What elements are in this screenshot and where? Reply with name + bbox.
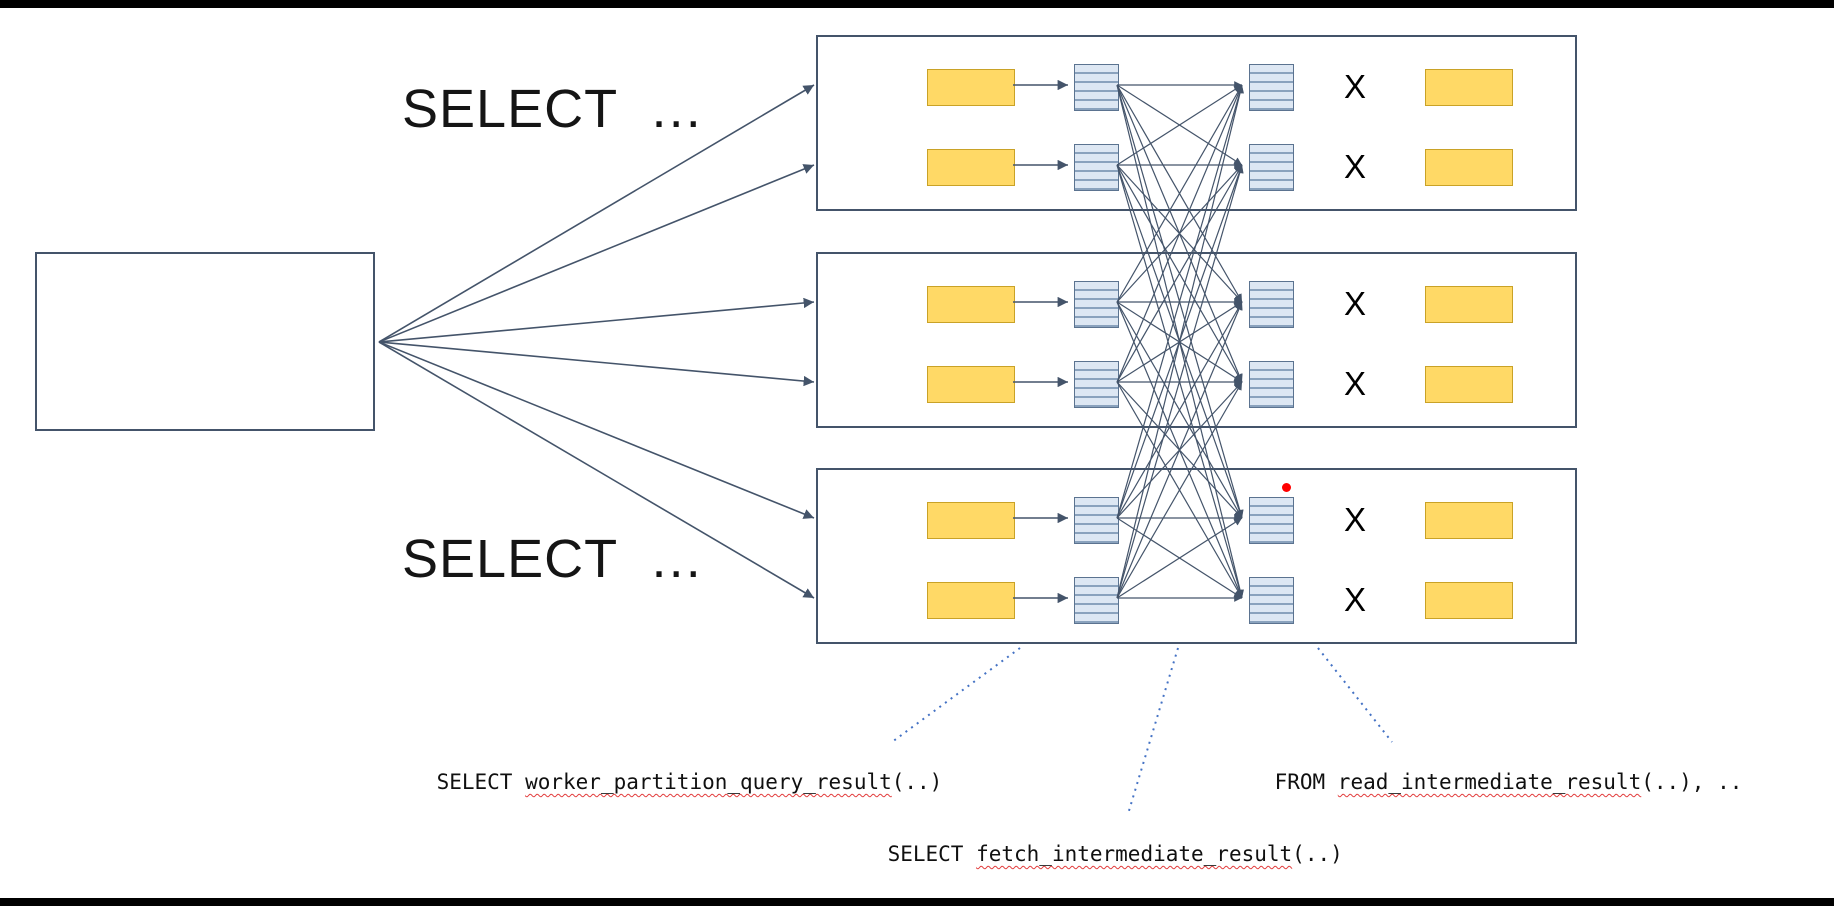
fetched-result-box: [1249, 64, 1294, 111]
source-shard-box: [927, 286, 1015, 323]
annotation-suffix: (..): [891, 770, 943, 794]
fetched-result-box: [1249, 361, 1294, 408]
target-shard-box: [1425, 69, 1513, 106]
annotation-suffix: (..): [1292, 842, 1343, 866]
annotation-function-name: worker_partition_query_result: [525, 770, 892, 794]
partitioned-result-box: [1074, 497, 1119, 544]
annotation-read-intermediate: FROM read_intermediate_result(..), ..: [1224, 746, 1743, 818]
partitioned-result-box: [1074, 144, 1119, 191]
x-label: X: [1343, 68, 1366, 105]
target-shard-box: [1425, 502, 1513, 539]
source-shard-box: [927, 366, 1015, 403]
target-shard-box: [1425, 149, 1513, 186]
partitioned-result-box: [1074, 281, 1119, 328]
x-label: X: [1343, 581, 1366, 618]
x-label: X: [1343, 501, 1366, 538]
coordinator-box: [35, 252, 375, 431]
annotation-keyword: FROM: [1274, 770, 1338, 794]
partitioned-result-box: [1074, 577, 1119, 624]
source-shard-box: [927, 582, 1015, 619]
target-shard-box: [1425, 582, 1513, 619]
worker-box-3: X X: [816, 468, 1577, 644]
x-label: X: [1343, 365, 1366, 402]
source-shard-box: [927, 149, 1015, 186]
annotation-suffix: (..), ..: [1641, 770, 1743, 794]
bottom-border-bar: [0, 898, 1834, 906]
target-shard-box: [1425, 286, 1513, 323]
source-shard-box: [927, 69, 1015, 106]
partitioned-result-box: [1074, 361, 1119, 408]
fetched-result-box: [1249, 281, 1294, 328]
target-shard-box: [1425, 366, 1513, 403]
annotation-partition-query: SELECT worker_partition_query_result(..): [386, 746, 943, 818]
annotation-fetch-intermediate: SELECT fetch_intermediate_result(..): [837, 818, 1343, 890]
fetched-result-box: [1249, 144, 1294, 191]
x-label: X: [1343, 148, 1366, 185]
annotation-function-name: fetch_intermediate_result: [976, 842, 1293, 866]
source-shard-box: [927, 502, 1015, 539]
x-label: X: [1343, 285, 1366, 322]
select-query-label-top: SELECT …: [402, 79, 705, 139]
worker-box-1: X X: [816, 35, 1577, 211]
annotation-keyword: SELECT: [436, 770, 526, 794]
annotation-keyword: SELECT: [887, 842, 977, 866]
annotation-function-name: read_intermediate_result: [1337, 770, 1642, 794]
fetched-result-box: [1249, 497, 1294, 544]
top-border-bar: [0, 0, 1834, 8]
red-pointer-dot: [1282, 483, 1291, 492]
fetched-result-box: [1249, 577, 1294, 624]
worker-box-2: X X: [816, 252, 1577, 428]
partitioned-result-box: [1074, 64, 1119, 111]
select-query-label-bottom: SELECT …: [402, 529, 705, 589]
